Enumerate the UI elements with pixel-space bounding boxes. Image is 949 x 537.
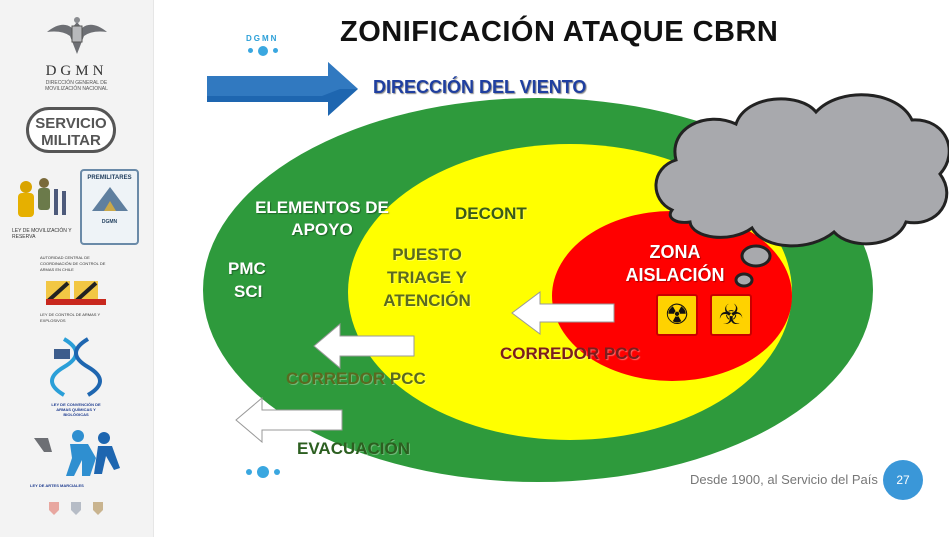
servicio-line-1: SERVICIO — [35, 115, 107, 132]
movilizacion-logo: LEY DE MOVILIZACIÓN Y RESERVA — [12, 175, 76, 240]
evacuacion-arrow — [235, 396, 343, 444]
brand-dot-right — [273, 48, 278, 53]
soldiers-figure-icon — [18, 178, 66, 217]
decont-label: DECONT — [455, 204, 527, 223]
footer-dot-center — [257, 466, 269, 478]
sidebar: DGMN DIRECCIÓN GENERAL DE MOVILIZACIÓN N… — [0, 0, 154, 537]
martial-arts-figures-icon — [34, 430, 120, 476]
aislacion-label: AISLACIÓN — [625, 265, 725, 285]
bottom-badges — [45, 500, 109, 521]
triage-line-3: ATENCIÓN — [383, 291, 471, 310]
triage-line-1: PUESTO — [392, 245, 462, 264]
corredor-pcc-inner-label: CORREDOR PCC — [500, 344, 640, 363]
evacuacion-label: EVACUACIÓN — [297, 439, 411, 458]
contaminant-cloud — [654, 93, 949, 288]
dna-helix-icon — [50, 337, 102, 397]
dgmn-crest-logo: DGMN DIRECCIÓN GENERAL DE MOVILIZACIÓN N… — [0, 14, 153, 92]
institution-badges-icon — [49, 502, 103, 515]
servicio-line-2: MILITAR — [41, 132, 101, 149]
ley-movilizacion-caption: LEY DE MOVILIZACIÓN Y RESERVA — [12, 228, 72, 240]
brand-dot-left — [248, 48, 253, 53]
triage-line-2: TRIAGE Y — [387, 268, 467, 287]
ley-quimicas-caption: LEY DE CONVENCIÓN DE ARMAS QUÍMICAS Y BI… — [51, 402, 101, 417]
premilitares-logo: PREMILITARES DGMN — [80, 169, 139, 245]
footer-slogan: Desde 1900, al Servicio del País — [690, 472, 878, 487]
brand-dot-center — [258, 46, 268, 56]
zona-label: ZONA — [649, 242, 701, 262]
page-number-badge: 27 — [883, 460, 923, 500]
corredor-arrow-outer — [313, 322, 415, 370]
corredor-pcc-outer-label: CORREDOR PCC — [286, 369, 426, 388]
page-title: ZONIFICACIÓN ATAQUE CBRN — [340, 16, 779, 48]
dgmn-brand-mark: DGMN — [246, 34, 279, 43]
premilitares-label: PREMILITARES — [87, 175, 132, 181]
chemical-hazard-icon: ☢ — [656, 294, 698, 336]
armas-quimicas-logo: LEY DE CONVENCIÓN DE ARMAS QUÍMICAS Y BI… — [44, 335, 108, 417]
corredor-arrow-inner — [511, 291, 615, 335]
pmc-label: PMC — [228, 259, 266, 278]
ley-artes-caption: LEY DE ARTES MARCIALES — [30, 483, 84, 488]
mountain-badge-icon — [91, 187, 128, 211]
autoridad-caption: AUTORIDAD CENTRAL DE COORDINACIÓN DE CON… — [40, 255, 106, 272]
ley-armas-caption: LEY DE CONTROL DE ARMAS Y EXPLOSIVOS — [40, 312, 101, 323]
footer-dot-right — [274, 469, 280, 475]
wind-direction-label: DIRECCIÓN DEL VIENTO — [373, 77, 587, 97]
servicio-militar-logo: SERVICIO MILITAR — [26, 107, 116, 153]
footer-dot-left — [246, 469, 252, 475]
sidebar-dgmn-title: DGMN — [45, 63, 108, 79]
sidebar-dgmn-subtitle: DIRECCIÓN GENERAL DE MOVILIZACIÓN NACION… — [45, 80, 108, 92]
ammunition-icon — [46, 281, 106, 305]
control-armas-logo: AUTORIDAD CENTRAL DE COORDINACIÓN DE CON… — [40, 255, 114, 324]
wind-direction-arrow — [207, 62, 358, 116]
elementos-apoyo-label: ELEMENTOS DE APOYO — [255, 198, 389, 239]
eagle-crest-icon — [46, 17, 107, 54]
artes-marciales-logo: LEY DE ARTES MARCIALES — [30, 428, 122, 489]
sci-label: SCI — [234, 282, 263, 301]
premilitares-dgmn: DGMN — [101, 219, 118, 225]
biohazard-icon: ☣ — [710, 294, 752, 336]
